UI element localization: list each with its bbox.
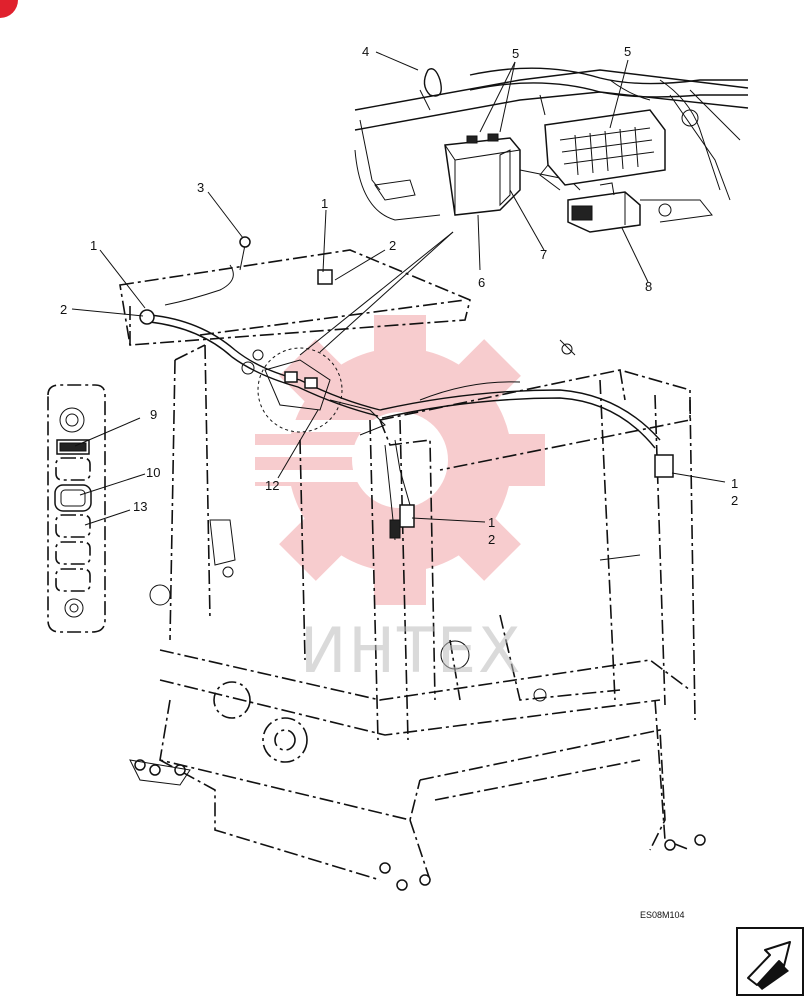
callout-2-right: 2 [731,493,738,508]
wire-harness [139,236,674,541]
callout-8: 8 [645,279,652,294]
fuse-box-assembly [354,67,749,233]
callout-6: 6 [478,275,485,290]
arrow-icon [747,941,791,990]
drawing-code: ES08M104 [640,910,685,920]
callout-1-upper-left: 1 [90,238,97,253]
callout-5-left: 5 [512,46,519,61]
nav-arrow-box[interactable] [736,927,804,996]
leader-lines [71,51,726,526]
callout-1-center: 1 [488,515,495,530]
callout-7: 7 [540,247,547,262]
callout-2-upper-center: 2 [389,238,396,253]
watermark-text: ИНТЕХ [300,614,523,687]
callout-2-upper-left: 2 [60,302,67,317]
watermark-gear [232,315,545,605]
callout-9: 9 [150,407,157,422]
chassis-frame [119,249,706,891]
callout-5-right: 5 [624,44,631,59]
corner-badge [0,0,18,18]
callout-1-upper-center: 1 [321,196,328,211]
callout-1-right: 1 [731,476,738,491]
callout-4: 4 [362,44,369,59]
callout-13: 13 [133,499,147,514]
callout-labels: 4 5 5 3 1 1 2 2 6 7 8 9 10 13 12 1 2 1 2 [60,44,738,547]
callout-2-center: 2 [488,532,495,547]
callout-3: 3 [197,180,204,195]
callout-12: 12 [265,478,279,493]
switch-panel [47,384,106,633]
callout-10: 10 [146,465,160,480]
